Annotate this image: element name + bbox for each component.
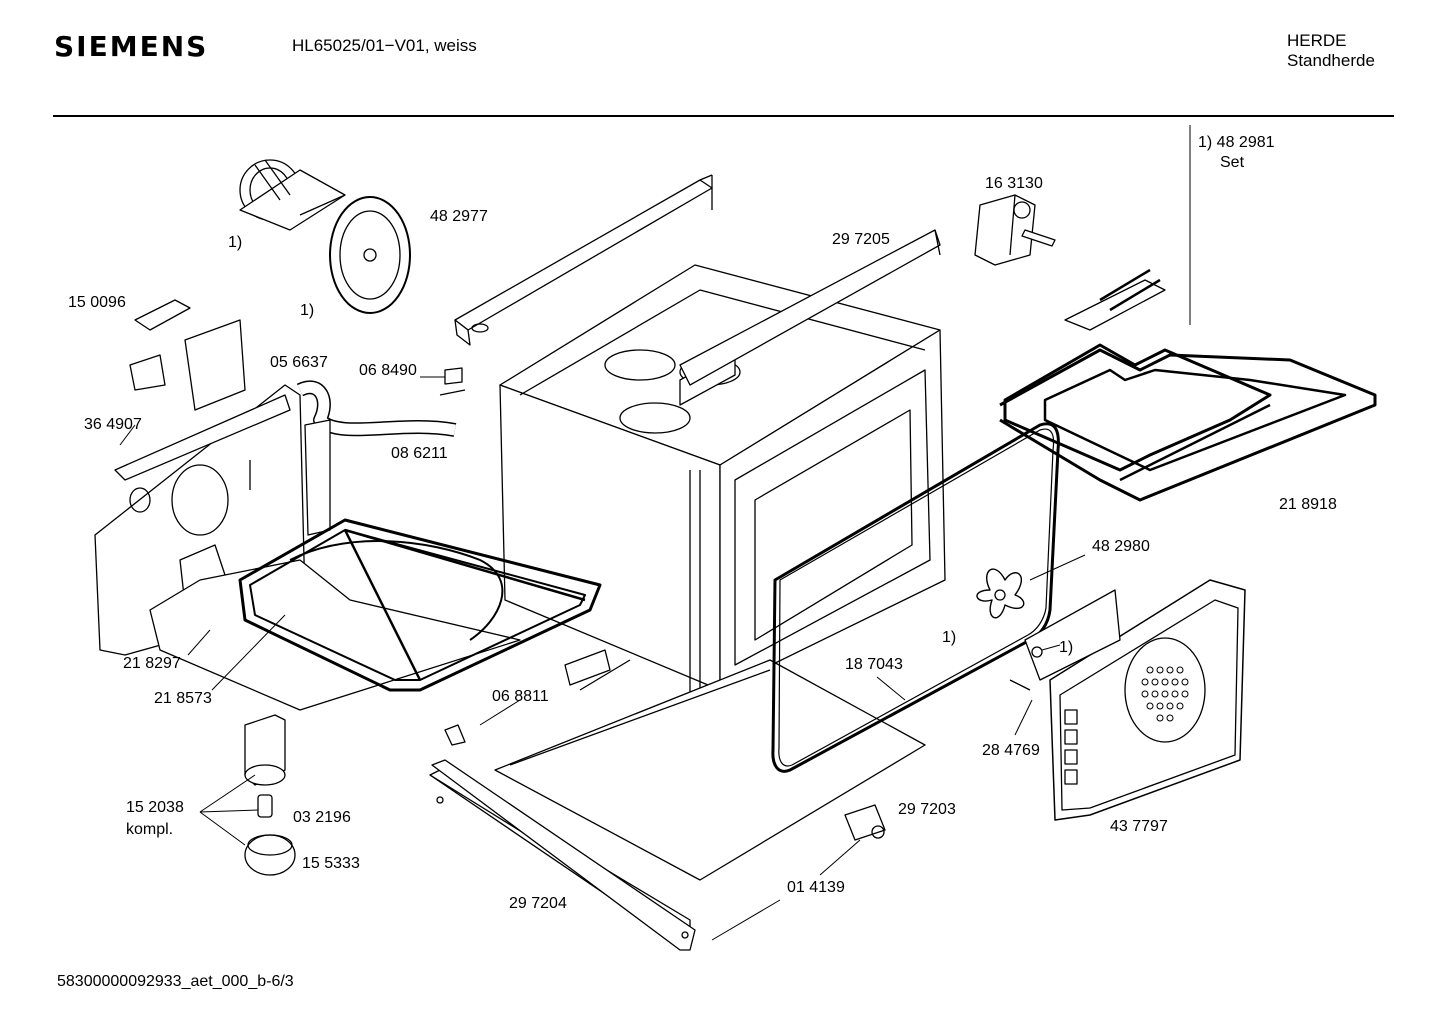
part-label: 18 7043 xyxy=(845,656,903,673)
part-label: 16 3130 xyxy=(985,175,1043,192)
model-number: HL65025/01−V01, weiss xyxy=(292,36,477,55)
part-label: 08 6211 xyxy=(391,445,448,462)
side-bracket xyxy=(679,229,941,386)
subcategory-label: Standherde xyxy=(1287,51,1375,70)
part-label: 1) xyxy=(300,302,314,319)
oven-lamp xyxy=(244,714,296,876)
part-label: 1) xyxy=(942,629,956,646)
part-label: 1) xyxy=(228,234,242,251)
part-label: 1) xyxy=(1059,639,1073,656)
document-id: 58300000092933_aet_000_b-6/3 xyxy=(57,973,294,990)
small-bracket xyxy=(444,649,611,746)
thermostat xyxy=(974,194,1056,266)
part-label: 29 7204 xyxy=(509,895,567,912)
part-label: 43 7797 xyxy=(1110,818,1168,835)
fan-mount-plate xyxy=(1009,589,1121,691)
leader-lines xyxy=(119,125,1191,941)
hinge-pin xyxy=(844,804,886,841)
part-label: 01 4139 xyxy=(787,879,845,896)
fan-motor xyxy=(239,159,411,314)
fan-blade xyxy=(976,568,1025,619)
part-labels: 1) 48 2981 Set 16 3130 48 2977 29 7205 1… xyxy=(68,134,1337,912)
brand-logo: SIEMENS xyxy=(54,30,209,63)
sensor xyxy=(439,367,466,396)
part-label: 15 2038 xyxy=(126,799,184,816)
part-label: 36 4907 xyxy=(84,416,142,433)
part-label: 1) 48 2981 xyxy=(1198,134,1275,151)
part-label: 05 6637 xyxy=(270,354,328,371)
top-heating-element xyxy=(999,268,1377,502)
fan-cover-panel xyxy=(1049,579,1246,821)
category-label: HERDE xyxy=(1287,31,1347,50)
part-label: kompl. xyxy=(126,821,173,838)
hose xyxy=(296,380,457,536)
part-label: Set xyxy=(1220,154,1245,171)
part-label: 48 2977 xyxy=(430,208,488,225)
part-label: 21 8573 xyxy=(154,690,212,707)
door-gasket xyxy=(771,422,1060,773)
top-rail xyxy=(454,174,713,346)
part-label: 29 7203 xyxy=(898,801,956,818)
part-label: 06 8490 xyxy=(359,362,417,379)
part-label: 21 8918 xyxy=(1279,496,1337,513)
bottom-heating-element xyxy=(149,518,602,711)
part-label: 03 2196 xyxy=(293,809,351,826)
header-divider xyxy=(53,115,1394,117)
part-label: 48 2980 xyxy=(1092,538,1150,555)
part-label: 21 8297 xyxy=(123,655,181,672)
connector-block xyxy=(129,299,246,411)
side-rail xyxy=(431,759,696,951)
part-label: 28 4769 xyxy=(982,742,1040,759)
part-label: 29 7205 xyxy=(832,231,890,248)
part-label: 15 5333 xyxy=(302,855,360,872)
part-label: 15 0096 xyxy=(68,294,126,311)
part-label: 06 8811 xyxy=(492,688,549,705)
